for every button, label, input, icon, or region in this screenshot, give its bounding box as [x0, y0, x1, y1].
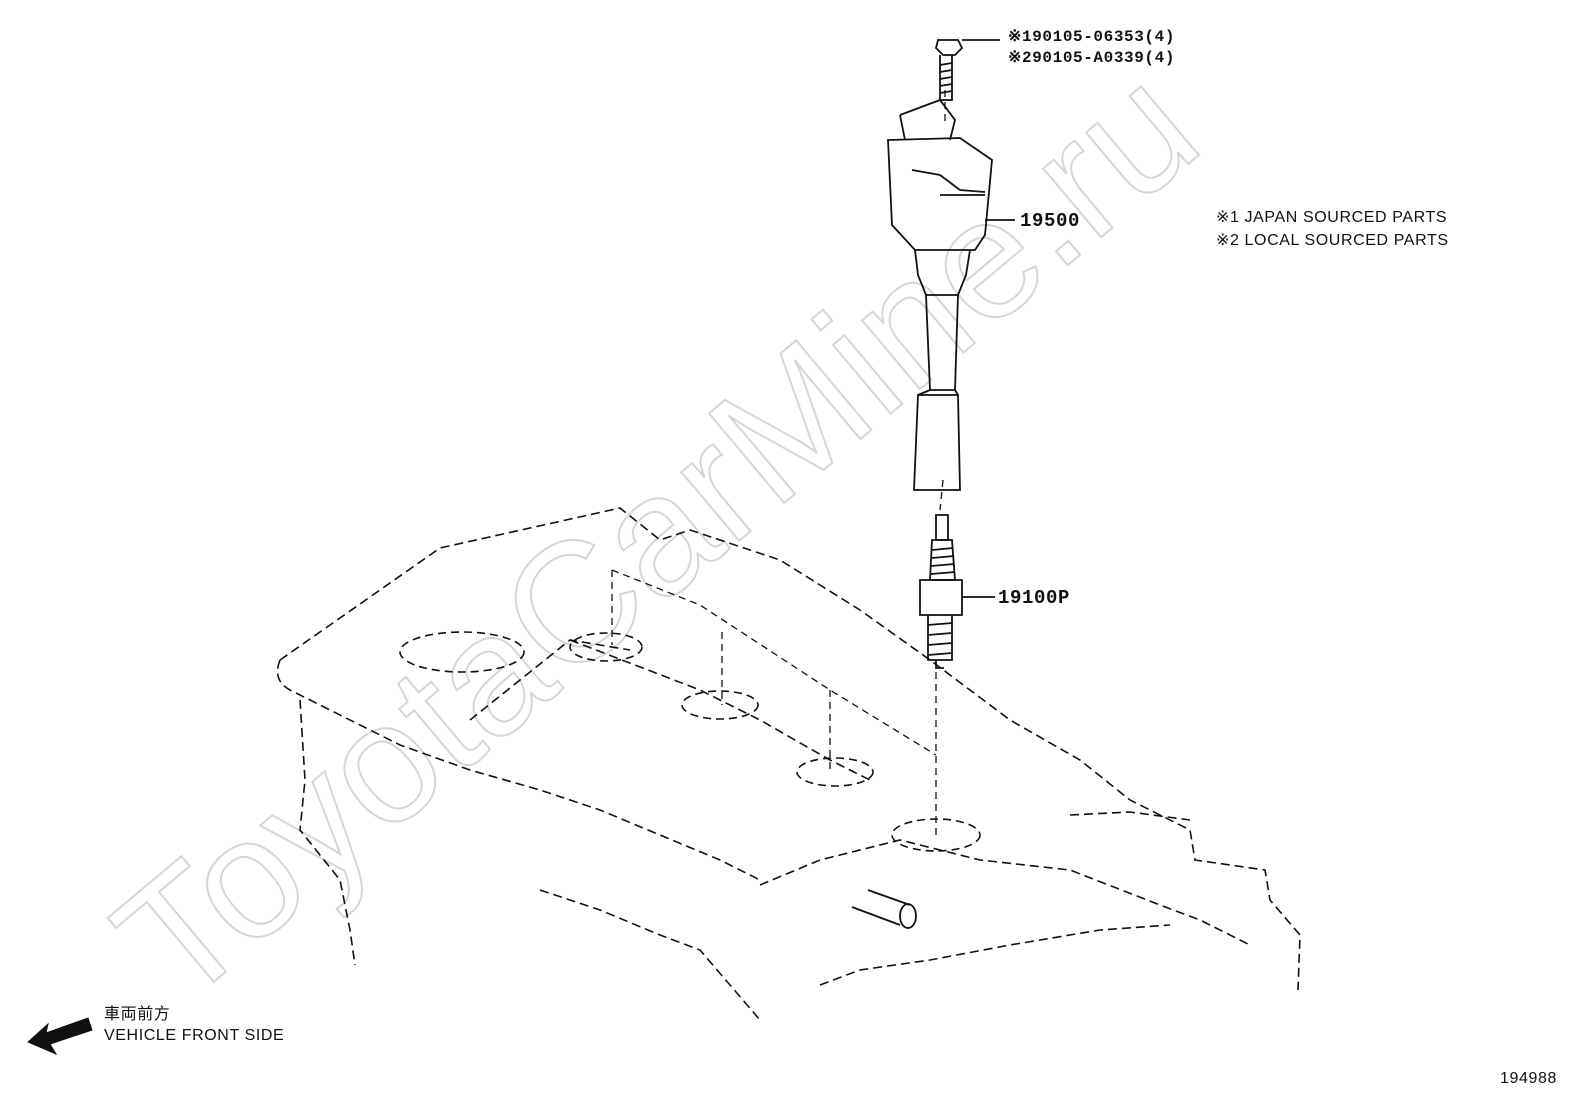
front-arrow-icon [27, 1017, 93, 1056]
bolt-part-number-japan: 90105-06353(4) [1032, 28, 1176, 46]
bolt [935, 39, 1000, 101]
bolt-part-japan: ※190105-06353(4) [1008, 29, 1175, 45]
spark-plug-part-number: 19100P [998, 587, 1071, 609]
marker-1: ※1 [1008, 28, 1033, 46]
engine-head-outline [276, 507, 1301, 1021]
plug-wells [399, 631, 981, 852]
figure-id: 194988 [1500, 1070, 1557, 1087]
direction-label-english: VEHICLE FRONT SIDE [104, 1027, 285, 1044]
marker-2: ※2 [1008, 49, 1033, 67]
legend-note-2: ※2 LOCAL SOURCED PARTS [1216, 232, 1449, 249]
bolt-part-local: ※290105-A0339(4) [1008, 50, 1175, 66]
legend-note-1: ※1 JAPAN SOURCED PARTS [1216, 209, 1448, 226]
camshaft-stub [851, 889, 917, 929]
bolt-part-number-local: 90105-A0339(4) [1032, 49, 1176, 67]
direction-label-japanese: 車両前方 [104, 1004, 171, 1023]
ignition-coil-drawing [887, 98, 1015, 491]
spark-plug-drawing [919, 514, 995, 669]
ignition-coil-part-number: 19500 [1020, 210, 1081, 232]
alignment-lines [611, 90, 946, 835]
